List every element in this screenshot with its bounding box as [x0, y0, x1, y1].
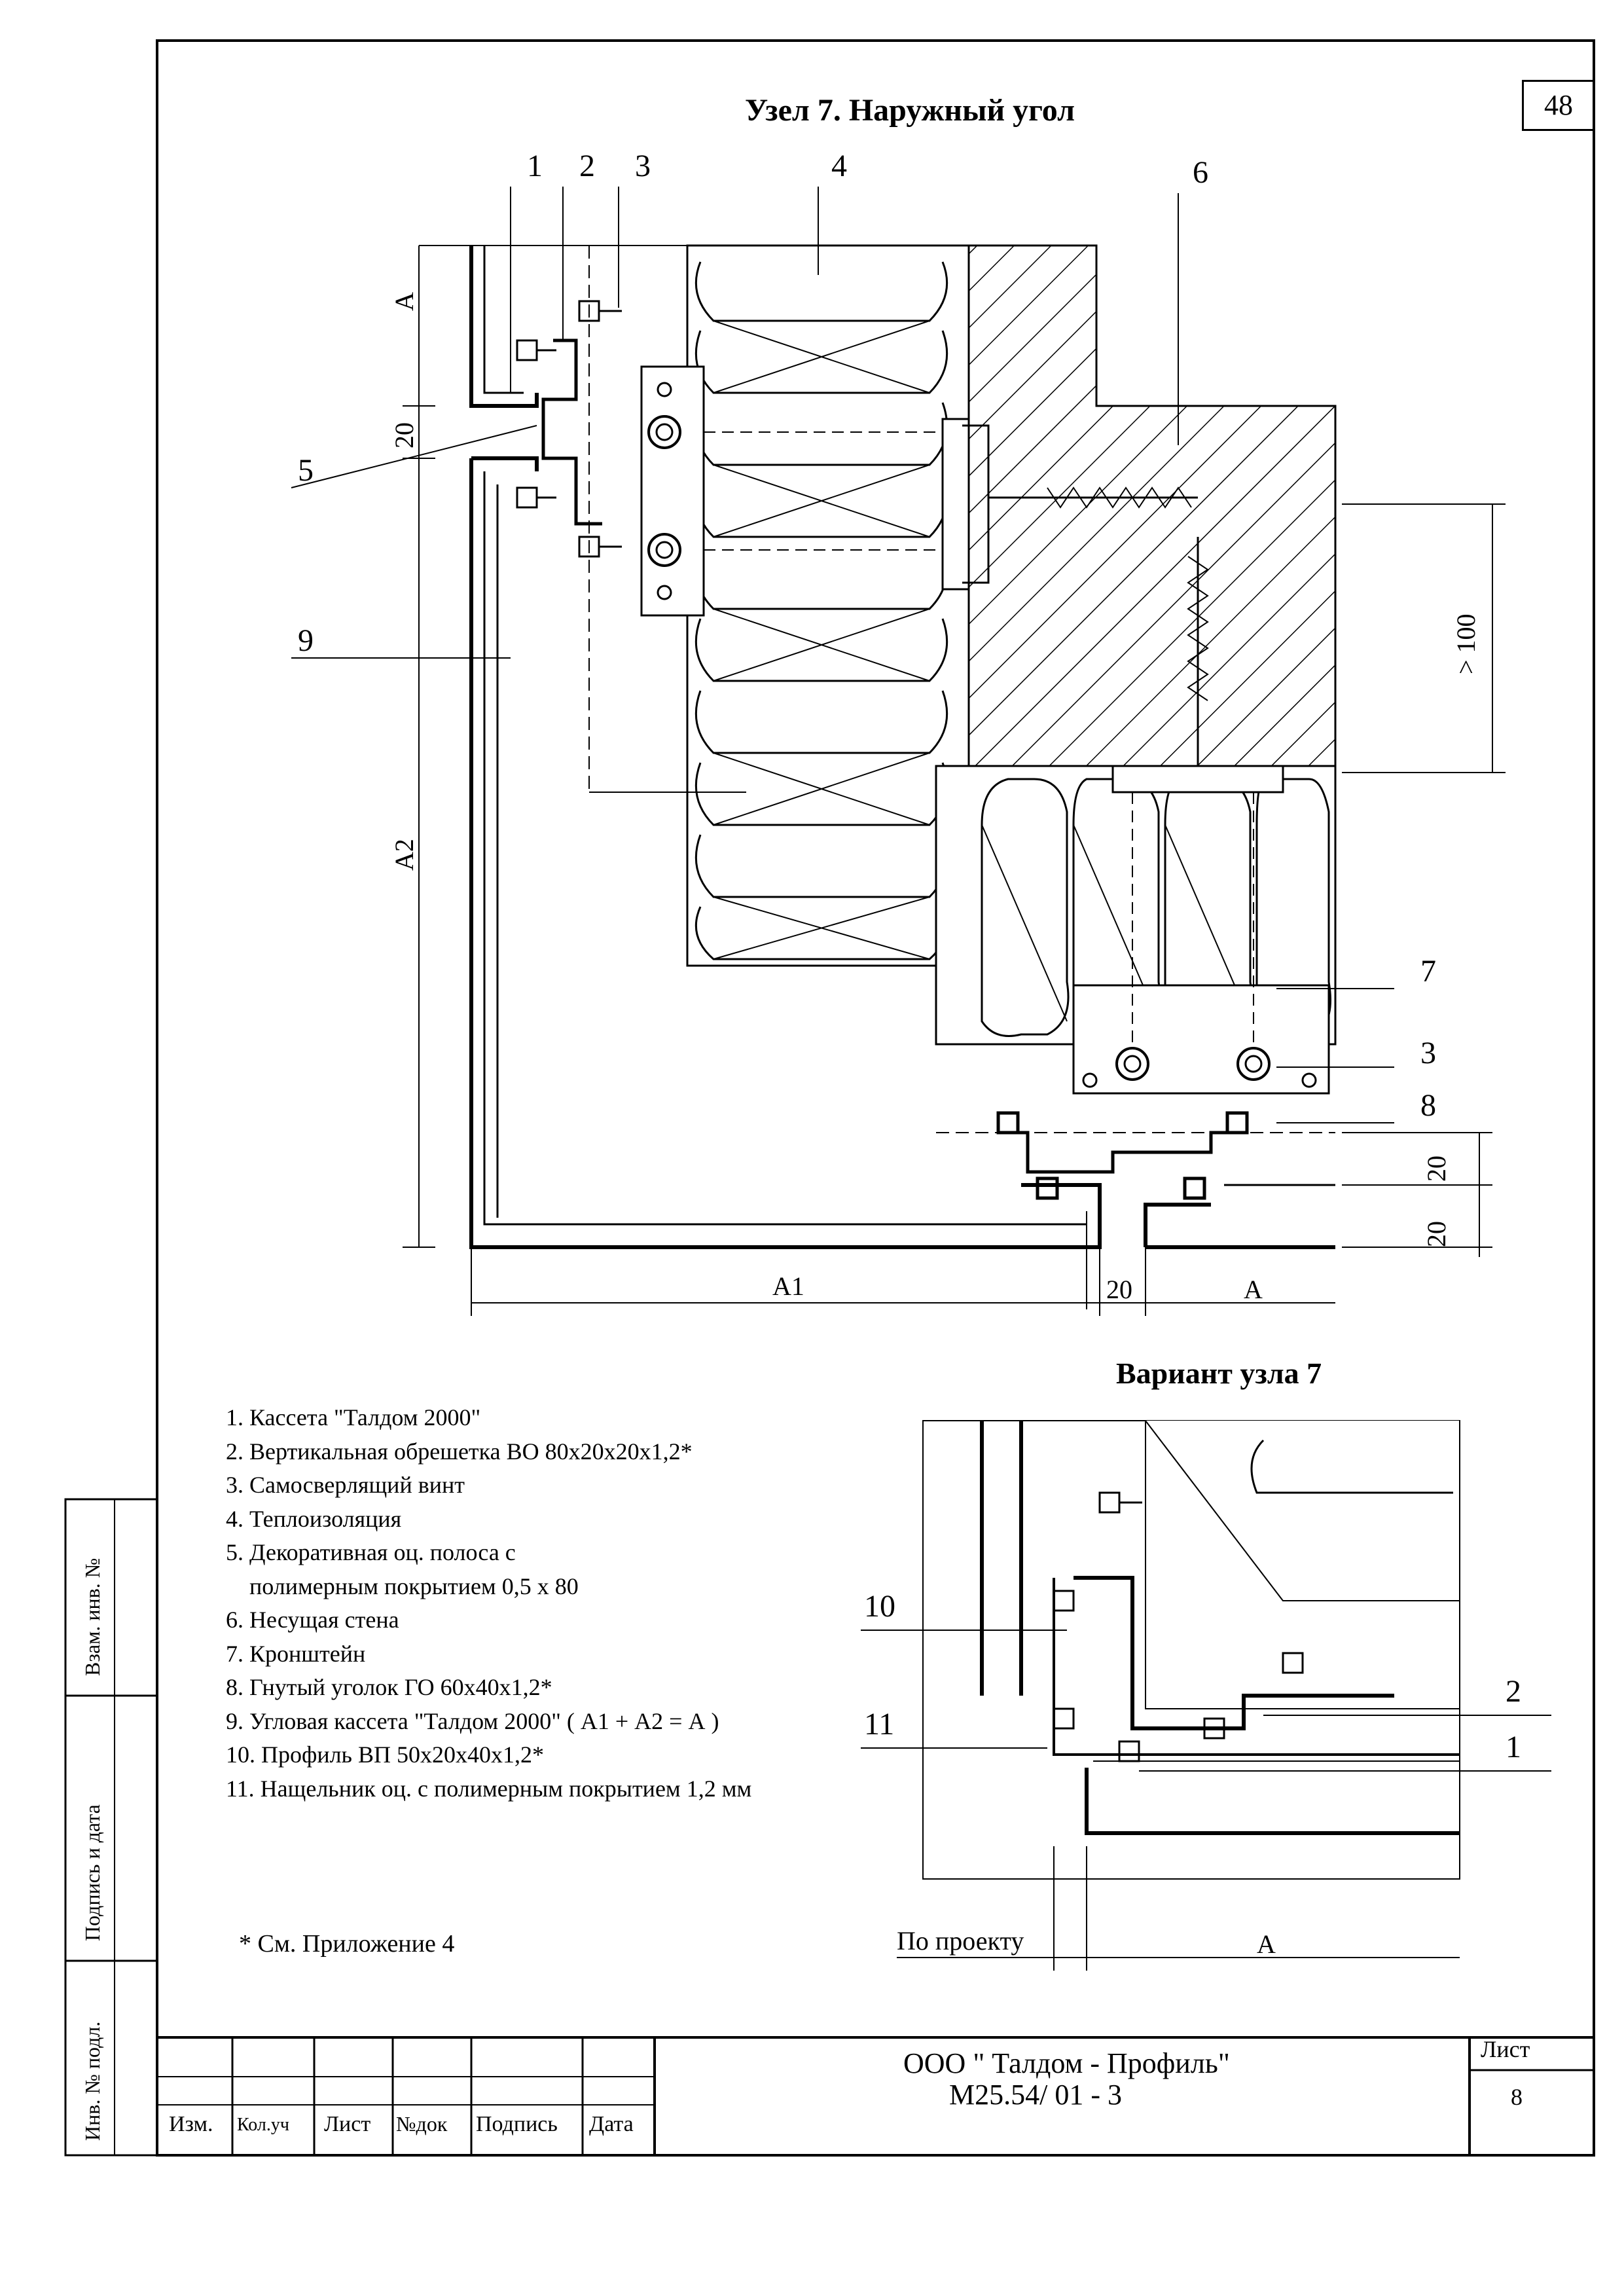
variant-cassettes: [980, 1421, 1460, 1835]
tb-col-ndok: №док: [396, 2112, 448, 2136]
callout-3b: 3: [1420, 1036, 1436, 1070]
callout-4: 4: [831, 149, 847, 183]
dim-a1: А1: [772, 1271, 804, 1301]
legend-item: 7. Кронштейн: [226, 1640, 366, 1667]
organization-name: ООО " Талдом - Профиль": [903, 2047, 1230, 2079]
variant-callout-10: 10: [864, 1589, 895, 1624]
dim-gt-100: > 100: [1451, 613, 1481, 674]
legend-item: 2. Вертикальная обрешетка ВО 80х20х20х1,…: [226, 1438, 693, 1465]
sheet-frame: [64, 39, 1595, 2157]
dim-a2: А2: [389, 839, 419, 871]
callout-3: 3: [635, 149, 651, 183]
legend-item: 9. Угловая кассета "Талдом 2000" ( А1 + …: [226, 1707, 719, 1734]
anchor-horizontal: [988, 486, 1198, 509]
dim-by-project: По проекту: [897, 1926, 1024, 1956]
callout-5: 5: [298, 453, 314, 488]
tb-col-kol: Кол.уч: [237, 2115, 289, 2135]
legend-item: 8. Гнутый уголок ГО 60х40х1,2*: [226, 1674, 552, 1700]
legend-item: 1. Кассета "Талдом 2000": [226, 1404, 481, 1430]
insulation-left: [686, 244, 970, 967]
document-code: М25.54/ 01 - 3: [949, 2079, 1122, 2111]
screws-upper: [516, 300, 622, 558]
stamp-inv: Инв. № подл.: [81, 2021, 104, 2141]
callout-8: 8: [1420, 1088, 1436, 1123]
dim-20-right-upper: 20: [1422, 1156, 1451, 1182]
dim-20-left: 20: [389, 422, 419, 448]
callout-2: 2: [579, 149, 595, 183]
variant-callout-1: 1: [1506, 1730, 1521, 1764]
bracket-lower: [1072, 765, 1330, 1095]
callout-7: 7: [1420, 954, 1436, 989]
stamp-podpis: Подпись и дата: [81, 1804, 104, 1941]
dimension-lines: [403, 245, 1506, 1316]
angle-profile: [936, 1111, 1335, 1200]
legend-item: 11. Нащельник оц. с полимерным покрытием…: [226, 1775, 752, 1802]
variant-drawing: [861, 1420, 1551, 1971]
dim-a-bottom: А: [1244, 1275, 1263, 1304]
leader-lines: [291, 187, 1394, 1123]
dim-a-variant: А: [1257, 1929, 1276, 1959]
tb-col-podpis: Подпись: [476, 2112, 558, 2136]
title-block: [157, 2036, 1594, 2155]
legend-item: 3. Самосверлящий винт: [226, 1472, 465, 1498]
cassette-bottom: [1144, 1184, 1335, 1249]
drawing-title: Узел 7. Наружный угол: [745, 93, 1075, 128]
dim-a-top: А: [389, 292, 419, 311]
callout-1: 1: [527, 149, 543, 183]
variant-title: Вариант узла 7: [1116, 1357, 1322, 1390]
callout-9: 9: [298, 623, 314, 658]
anchor-vertical: [1187, 537, 1209, 766]
node-7-drawing: [291, 187, 1506, 1316]
legend: 1. Кассета "Талдом 2000" 2. Вертикальная…: [226, 1401, 751, 1806]
variant-callout-2: 2: [1506, 1674, 1521, 1709]
vertical-batten-upper: [541, 246, 746, 793]
dim-20-bottom: 20: [1106, 1275, 1132, 1304]
dim-20-right-lower: 20: [1422, 1221, 1451, 1247]
legend-item: 4. Теплоизоляция: [226, 1505, 402, 1532]
variant-callout-11: 11: [864, 1707, 895, 1741]
stamp-vzam: Взам. инв. №: [81, 1558, 104, 1676]
variant-insulation: [1145, 1420, 1460, 1601]
bracket-upper: [640, 365, 990, 617]
tb-col-list: Лист: [324, 2112, 371, 2136]
legend-item: полимерным покрытием 0,5 х 80: [226, 1573, 579, 1599]
tb-col-izm: Изм.: [169, 2112, 213, 2136]
footnote: * См. Приложение 4: [239, 1930, 455, 1958]
sheet-label: Лист: [1481, 2036, 1530, 2062]
variant-dimensions: [897, 1846, 1460, 1971]
callout-6: 6: [1193, 155, 1208, 190]
sheet-number: 8: [1511, 2084, 1523, 2110]
tb-col-data: Дата: [589, 2112, 634, 2136]
legend-item: 6. Несущая стена: [226, 1607, 399, 1633]
bearing-wall: [967, 244, 1337, 767]
variant-screws: [1053, 1491, 1304, 1762]
variant-leaders: [861, 1630, 1551, 1772]
page-number: 48: [1522, 80, 1595, 131]
legend-item: 5. Декоративная оц. полоса с: [226, 1539, 516, 1565]
legend-item: 10. Профиль ВП 50х20х40х1,2*: [226, 1741, 544, 1768]
